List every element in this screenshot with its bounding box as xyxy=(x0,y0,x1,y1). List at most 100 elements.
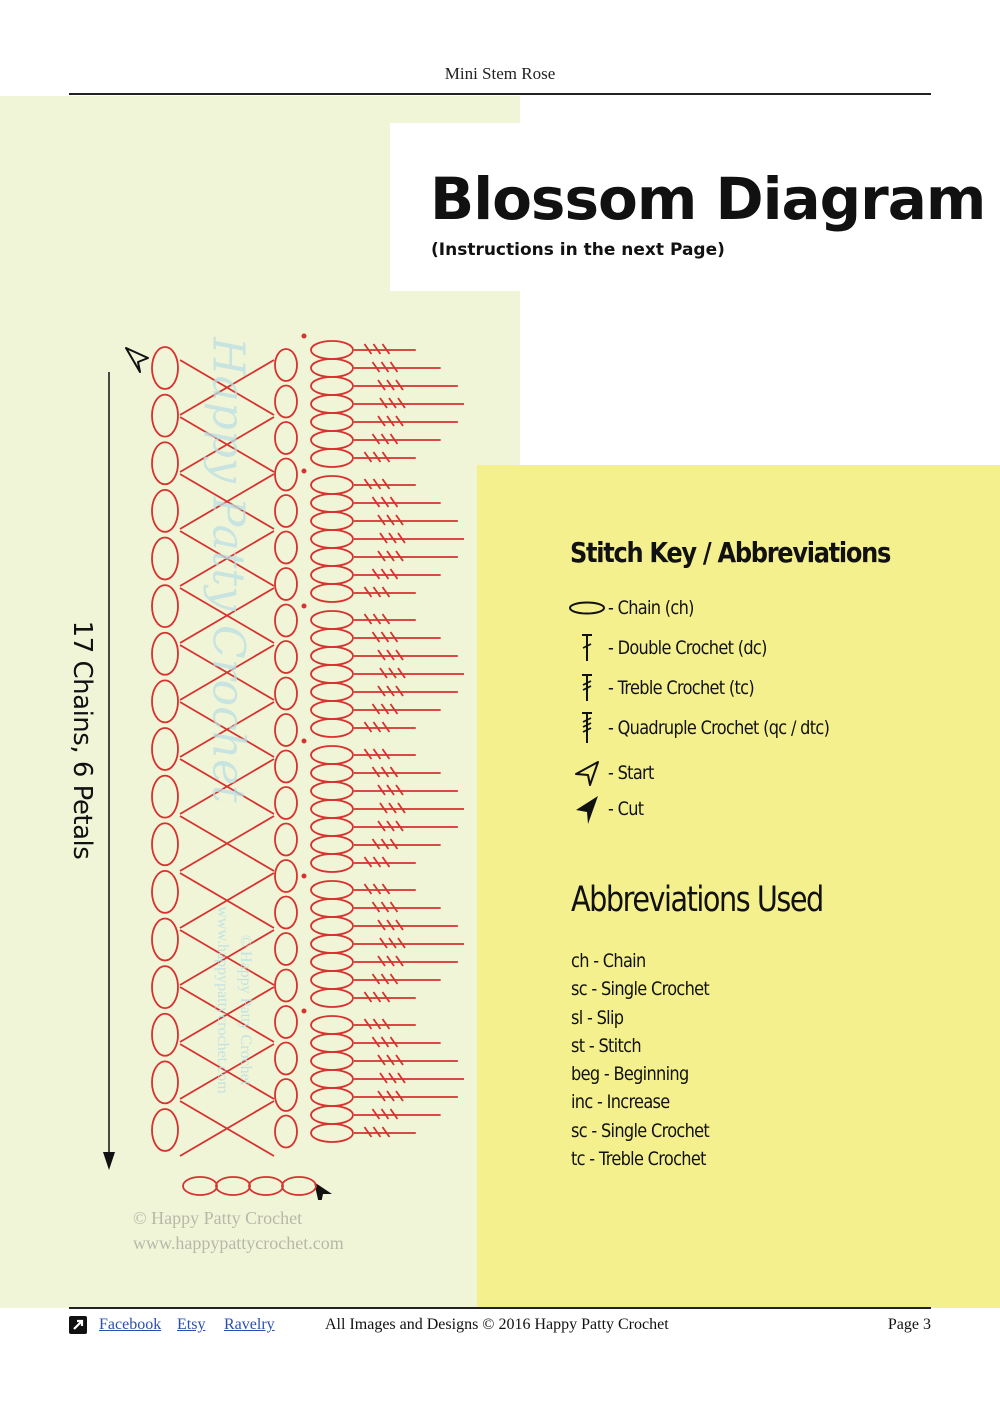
petal-stitch-bar xyxy=(371,838,381,850)
petal-stitch-bar xyxy=(363,451,373,463)
petal-chain-stitch xyxy=(310,952,354,972)
petal-stitch-bar xyxy=(395,550,404,562)
petal-stitch-bar xyxy=(381,1018,391,1030)
petal-stitch-bar xyxy=(371,496,381,508)
chain-stitch xyxy=(151,1012,179,1057)
inner-chain-stitch xyxy=(274,603,298,638)
petal-chain-stitch xyxy=(310,547,354,567)
chain-stitch xyxy=(151,584,179,629)
petal-stitch-bar xyxy=(372,748,382,760)
petal-stitch-bar xyxy=(372,586,382,598)
inner-chain-stitch xyxy=(274,859,298,893)
petal-stitch-bar xyxy=(386,685,395,697)
petal-stitch-bar xyxy=(371,901,381,913)
petal-stitch-bar xyxy=(395,379,404,391)
petal-chain-stitch xyxy=(310,1069,354,1089)
etsy-link[interactable]: Etsy xyxy=(177,1316,206,1333)
petal-stitch-bar xyxy=(395,514,404,526)
petal-chain-stitch xyxy=(310,610,354,630)
petal-stitch-bar xyxy=(380,973,390,985)
ravelry-link[interactable]: Ravelry xyxy=(224,1316,275,1333)
petal-stitch-bar xyxy=(380,496,390,508)
petal-stitch-bar xyxy=(389,1108,399,1120)
crochet-stitch-line xyxy=(179,473,275,530)
petal-chain-stitch xyxy=(310,412,354,432)
petal-stitch-bar xyxy=(386,1054,395,1066)
petal-chain-stitch xyxy=(310,1051,354,1071)
petal-stitch-bar xyxy=(377,649,386,661)
chain-stitch xyxy=(151,869,179,914)
key-label-start: - Start xyxy=(608,762,654,784)
petal-stitch-bar xyxy=(380,1108,390,1120)
chain-stitch xyxy=(151,822,179,867)
petal-stitch-bar xyxy=(380,838,390,850)
credit-line-1: © Happy Patty Crochet xyxy=(133,1208,303,1228)
petal-stitch-bar xyxy=(363,856,373,868)
petal-chain-stitch xyxy=(310,988,354,1008)
petal-stitch-bar xyxy=(389,901,399,913)
petal-chain-stitch xyxy=(310,529,354,549)
petal-chain-stitch xyxy=(310,799,354,819)
key-row-double-crochet: - Double Crochet (dc) xyxy=(566,633,795,663)
page-number: Page 3 xyxy=(887,1316,931,1333)
inner-chain-stitch xyxy=(274,640,298,674)
petal-chain-stitch xyxy=(310,628,354,648)
petal-chain-stitch xyxy=(310,1015,354,1035)
petal-stitch-bar xyxy=(379,532,388,544)
stitch-key-panel xyxy=(477,465,1000,1308)
chain-stitch xyxy=(151,441,179,486)
crochet-stitch-line xyxy=(179,758,275,815)
petal-stitch-bar xyxy=(386,919,395,931)
inner-chain-stitch xyxy=(274,968,298,1003)
petal-stitch-bar xyxy=(372,343,382,355)
petal-stitch-bar xyxy=(395,820,404,832)
petal-stitch-bar xyxy=(386,379,395,391)
abbreviations-title: Abbreviations Used xyxy=(571,880,824,920)
petal-stitch-bar xyxy=(397,397,406,409)
share-arrow-icon[interactable] xyxy=(69,1316,87,1334)
cut-arrow-icon xyxy=(314,1182,332,1200)
inner-chain-stitch xyxy=(274,348,298,382)
key-row-treble-crochet: - Treble Crochet (tc) xyxy=(566,673,780,703)
chain-stitch xyxy=(151,1108,179,1152)
petal-chain-stitch xyxy=(310,448,354,468)
petal-chain-stitch xyxy=(310,718,354,738)
petal-chain-stitch xyxy=(310,394,354,414)
footer-copyright: All Images and Designs © 2016 Happy Patt… xyxy=(325,1316,669,1333)
petal-stitch-bar xyxy=(371,973,381,985)
petal-stitch-bar xyxy=(380,568,390,580)
petal-stitch-bar xyxy=(389,1036,399,1048)
diagram-panel xyxy=(0,96,520,1308)
petal-stitch-bar xyxy=(372,856,382,868)
petal-stitch-bar xyxy=(377,820,386,832)
chain-stitch xyxy=(248,1176,284,1196)
petal-stitch-bar xyxy=(372,613,382,625)
petal-stitch-bar xyxy=(372,478,382,490)
petal-chain-stitch xyxy=(310,835,354,855)
petal-stitch-bar xyxy=(380,361,390,373)
chain-stitch xyxy=(151,965,179,1010)
petal-stitch-bar xyxy=(363,721,373,733)
abbreviation-item: inc - Increase xyxy=(571,1091,670,1114)
facebook-link[interactable]: Facebook xyxy=(99,1316,162,1333)
petal-stitch-bar xyxy=(372,883,382,895)
petal-stitch-bar xyxy=(381,991,391,1003)
petal-stitch-bar xyxy=(372,991,382,1003)
petal-stitch-bar xyxy=(388,667,397,679)
crochet-stitch-line xyxy=(179,815,275,872)
petal-stitch-bar xyxy=(380,901,390,913)
slip-stitch-dot xyxy=(301,1008,307,1014)
stitch-key-title: Stitch Key / Abbreviations xyxy=(570,536,891,569)
petal-chain-stitch xyxy=(310,511,354,531)
petal-stitch-bar xyxy=(379,802,388,814)
petal-stitch-bar xyxy=(381,748,391,760)
petal-chain-stitch xyxy=(310,682,354,702)
chain-stitch xyxy=(151,727,179,771)
petal-stitch-bar xyxy=(379,397,388,409)
inner-chain-stitch xyxy=(274,1114,298,1149)
petal-chain-stitch xyxy=(310,565,354,585)
slip-stitch-dot xyxy=(301,873,307,879)
petal-stitch-bar xyxy=(397,937,406,949)
petal-stitch-bar xyxy=(377,1090,386,1102)
inner-chain-stitch xyxy=(274,822,298,857)
